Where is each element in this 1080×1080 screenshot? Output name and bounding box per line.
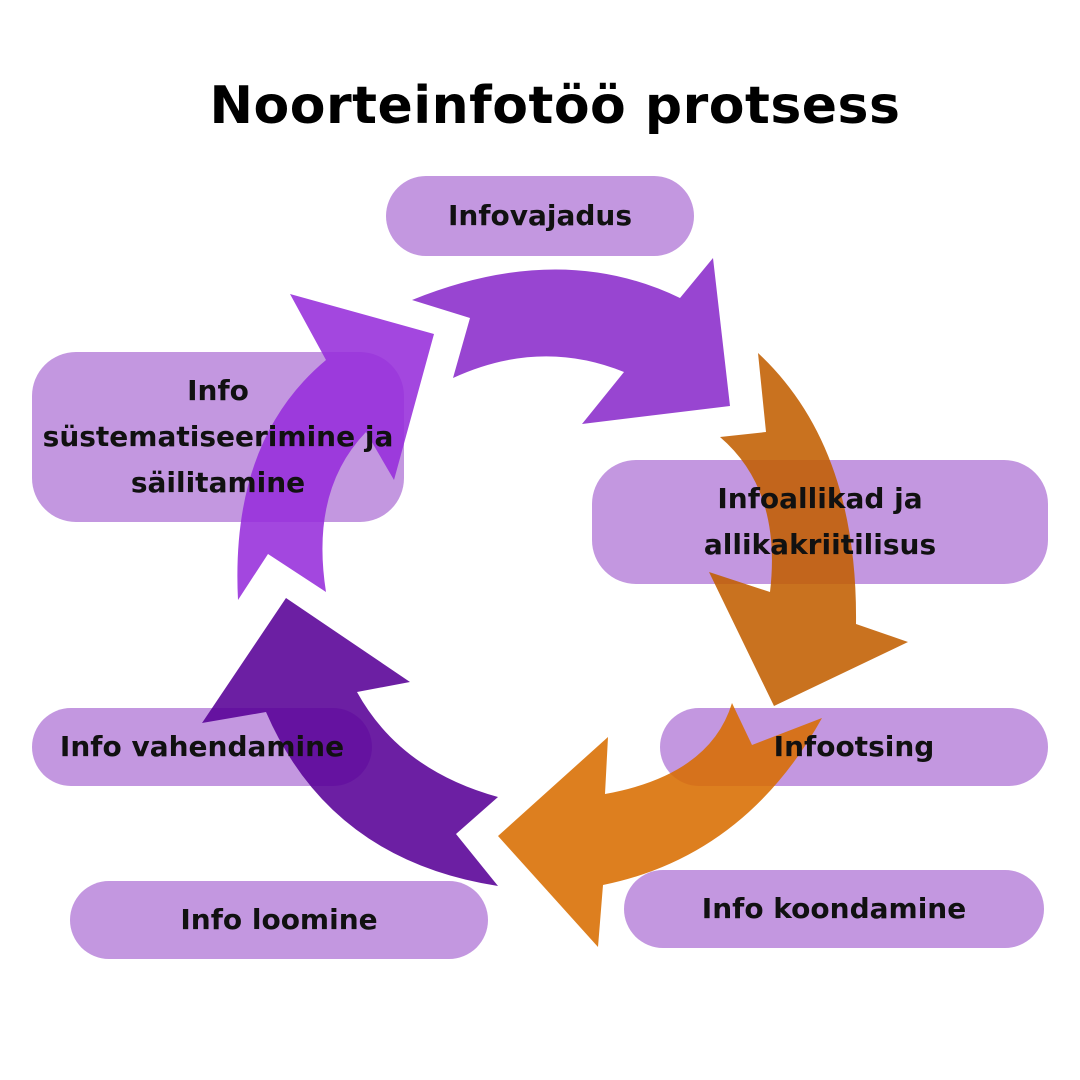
step-label-infoallikad: Infoallikad ja allikakriitilisus — [703, 482, 937, 561]
arrow-top — [412, 258, 730, 424]
arrow-right — [709, 353, 908, 706]
step-pill-infovajadus — [386, 176, 694, 256]
step-pill-info-koondamine — [624, 870, 1044, 948]
step-label-info-systematiseerimine: Info süstematiseerimine ja säilitamine — [42, 374, 394, 499]
step-label-info-loomine: Info loomine — [180, 903, 378, 936]
step-label-info-vahendamine: Info vahendamine — [59, 730, 345, 763]
step-label-info-koondamine: Info koondamine — [701, 892, 967, 925]
arrow-upper-left — [237, 294, 434, 600]
step-label-infootsing: Infootsing — [773, 730, 935, 763]
diagram-title: Noorteinfotöö protsess — [209, 76, 901, 136]
step-pill-info-loomine — [70, 881, 488, 959]
arrow-bottom — [498, 703, 822, 947]
arrow-left — [202, 598, 498, 886]
step-label-infovajadus: Infovajadus — [447, 199, 633, 232]
